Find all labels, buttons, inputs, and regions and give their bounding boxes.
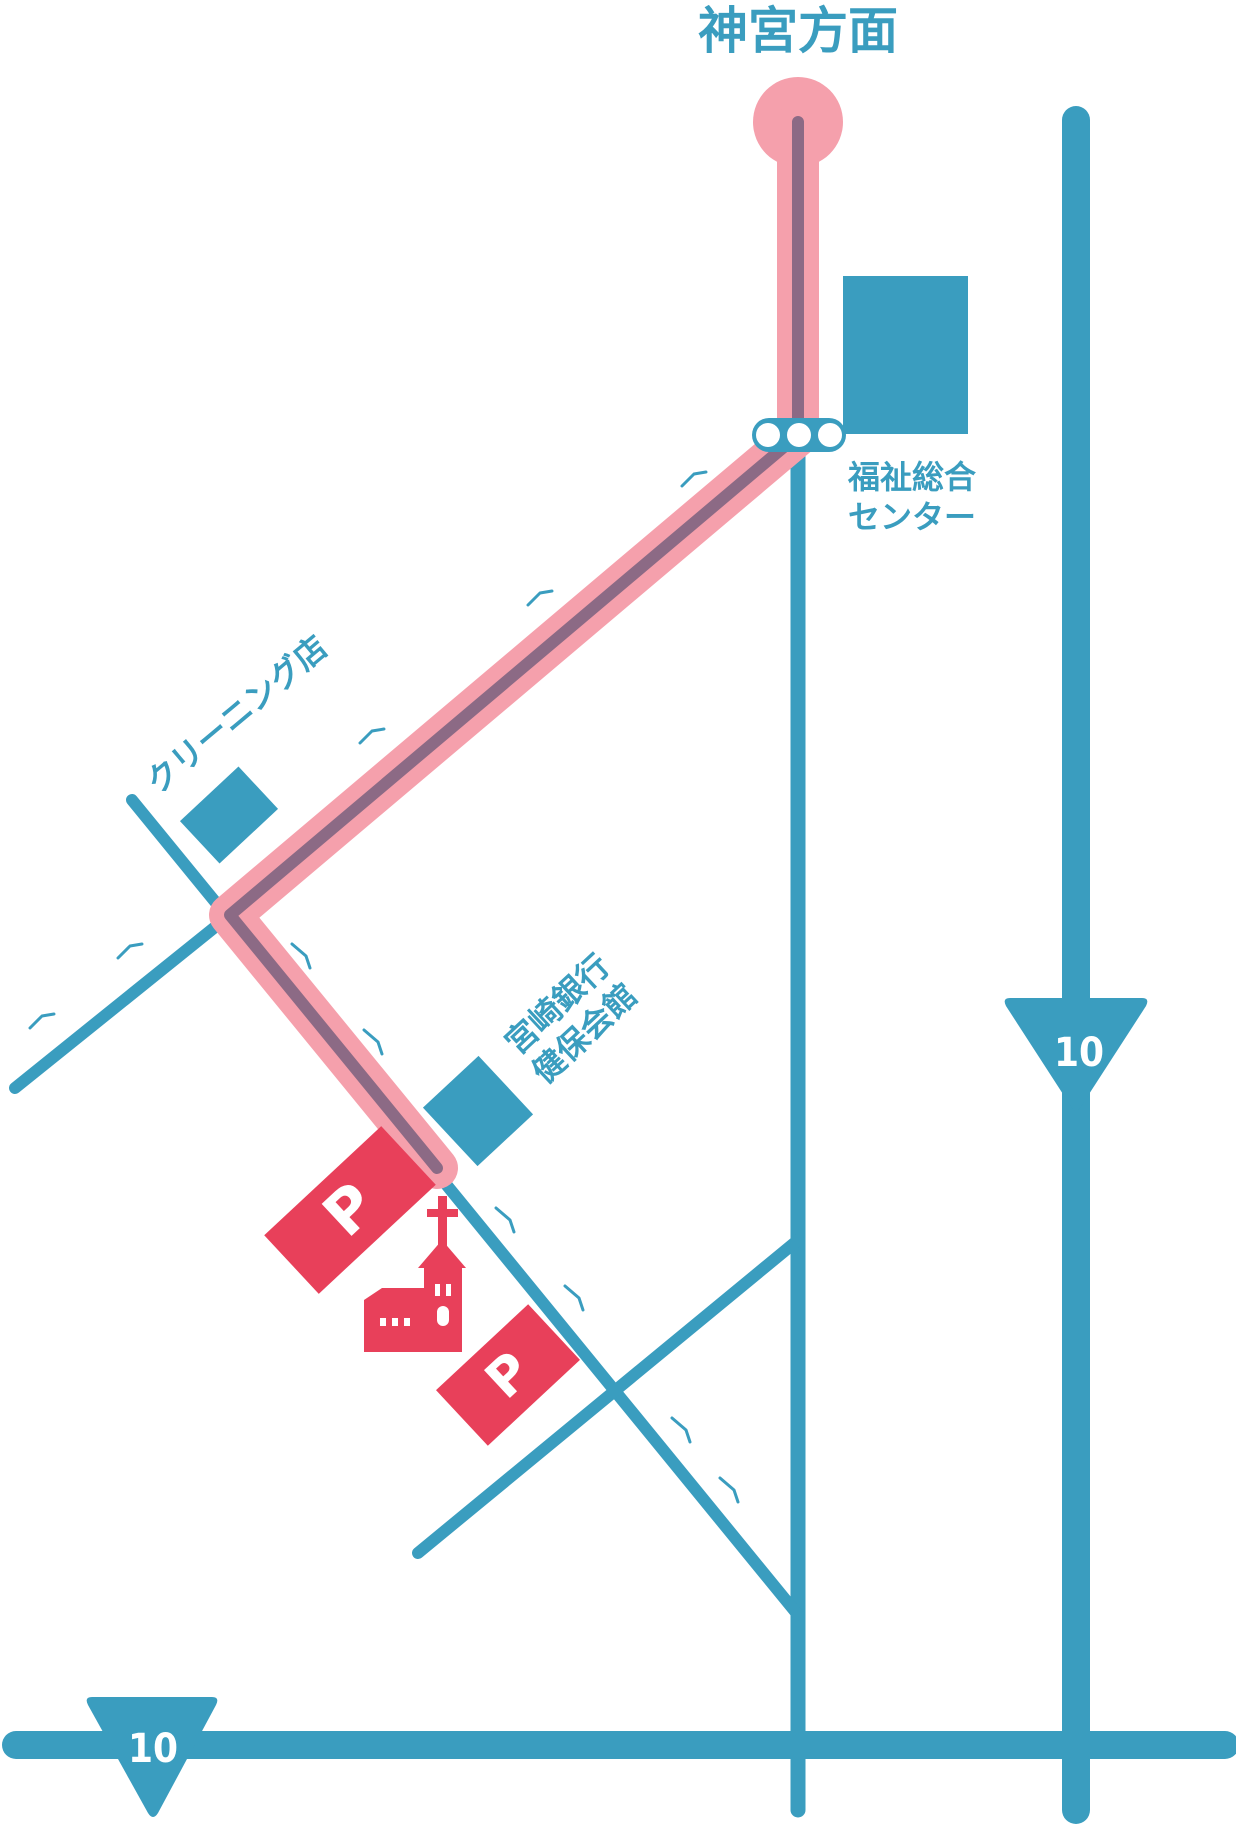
route-shield-icon xyxy=(1004,998,1148,1111)
oneway-mark xyxy=(680,470,708,488)
parking-lot-1: P xyxy=(264,1126,436,1294)
oneway-mark xyxy=(526,589,554,607)
road-diagonal-left xyxy=(9,909,236,1094)
route-shield-bottom: 10 xyxy=(86,1697,218,1817)
welfare-center-label-line1: 福祉総合 xyxy=(847,458,976,496)
welfare-center-building xyxy=(843,276,968,434)
welfare-center-label-line2: センター xyxy=(848,498,976,536)
oneway-mark xyxy=(670,1416,692,1444)
route-core xyxy=(224,116,804,1174)
bank-hall-label: 宮崎銀行 健保会館 xyxy=(498,947,645,1091)
welfare-center-label: 福祉総合 センター xyxy=(847,458,976,536)
oneway-mark xyxy=(358,727,386,745)
route-shield-icon xyxy=(86,1697,218,1817)
parking-lot-2: P xyxy=(436,1304,580,1446)
traffic-light-icon xyxy=(752,418,846,452)
route-number: 10 xyxy=(128,1726,178,1772)
route-number: 10 xyxy=(1054,1030,1104,1076)
road-diagonal-lower xyxy=(412,1234,804,1559)
oneway-mark xyxy=(290,942,312,970)
oneway-mark xyxy=(28,1012,56,1030)
oneway-mark xyxy=(718,1476,740,1504)
recommended-route xyxy=(209,77,843,1189)
oneway-markers xyxy=(28,470,740,1504)
direction-label: 神宮方面 xyxy=(698,2,898,60)
parking-icon xyxy=(264,1126,436,1294)
route-shield-right: 10 xyxy=(1004,998,1148,1111)
church-icon xyxy=(364,1196,466,1352)
oneway-mark xyxy=(563,1284,585,1312)
roads xyxy=(2,106,1236,1824)
cleaning-shop-building xyxy=(179,766,279,864)
oneway-mark xyxy=(362,1028,384,1056)
bank-hall-building xyxy=(422,1055,534,1167)
oneway-mark xyxy=(494,1206,516,1234)
parking-icon xyxy=(436,1304,580,1446)
buildings xyxy=(179,276,968,1167)
oneway-mark xyxy=(116,942,144,960)
